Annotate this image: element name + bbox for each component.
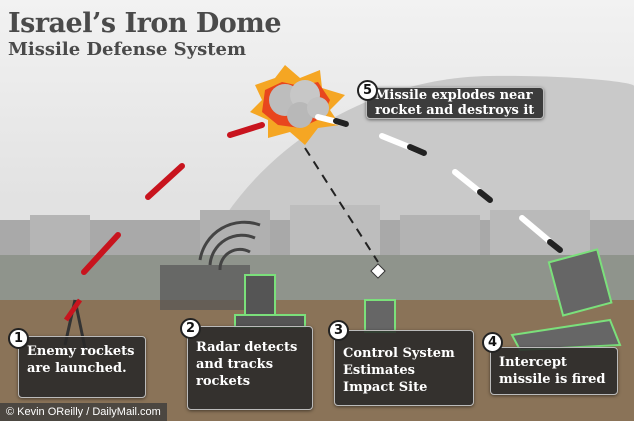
step-3-box: Control System Estimates Impact Site <box>334 330 474 406</box>
step-text: Enemy rockets are launched. <box>27 344 135 376</box>
radar-unit-icon <box>234 274 306 328</box>
step-2-box: Radar detects and tracks rockets <box>187 326 313 410</box>
tracking-line <box>304 147 379 263</box>
explosion-icon <box>250 65 345 145</box>
title-line2: Missile Defense System <box>8 39 247 60</box>
step-text: Radar detects and tracks rockets <box>196 340 298 389</box>
step-4-number: 4 <box>482 332 503 353</box>
title-line1: Israel’s Iron Dome <box>8 8 282 39</box>
radar-waves-icon <box>198 220 261 271</box>
step-5-box: Missile explodes near rocket and destroy… <box>366 87 544 119</box>
step-1-box: Enemy rockets are launched. <box>18 336 146 398</box>
step-2-number: 2 <box>180 318 201 339</box>
interceptor-launcher-icon <box>510 248 622 352</box>
enemy-rocket-icon <box>81 122 265 275</box>
step-text: Missile explodes near rocket and destroy… <box>375 88 535 118</box>
headline: Israel’s Iron Dome Missile Defense Syste… <box>8 8 282 60</box>
step-text: Intercept missile is fired <box>499 355 606 387</box>
interceptor-missile-icon <box>315 114 563 253</box>
step-1-number: 1 <box>8 328 29 349</box>
photo-credit: © Kevin OReilly / DailyMail.com <box>0 403 167 421</box>
city-skyline <box>0 205 634 310</box>
step-5-number: 5 <box>357 80 378 101</box>
step-3-number: 3 <box>328 320 349 341</box>
step-4-box: Intercept missile is fired <box>490 347 618 395</box>
step-text: Control System Estimates Impact Site <box>343 346 455 395</box>
